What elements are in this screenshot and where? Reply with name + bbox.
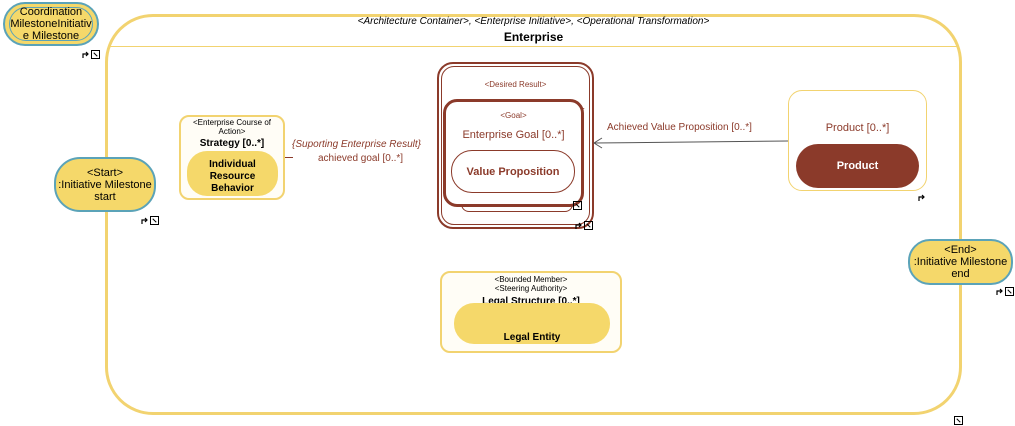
goal-icons (573, 201, 582, 211)
individual-resource-behavior[interactable]: Individual Resource Behavior (187, 151, 278, 196)
value-proposition[interactable]: Value Proposition (451, 150, 575, 193)
expand-icon[interactable] (573, 201, 582, 210)
strategy-stereotype-line1: <Enterprise Course of (192, 118, 272, 127)
end-icons (996, 287, 1014, 297)
enterprise-title: Enterprise (503, 30, 564, 44)
end-milestone-line2: :Initiative Milestone (913, 256, 1008, 268)
irb-line1: Individual (209, 158, 256, 170)
goal-title: Enterprise Goal [0..*] (462, 129, 565, 141)
irb-line3: Behavior (211, 182, 254, 194)
product-icons (918, 194, 927, 204)
link-arrow-icon[interactable] (575, 222, 583, 230)
irb-line2: Resource (209, 170, 256, 182)
product-connector[interactable] (590, 137, 790, 149)
product-title: Product [0..*] (825, 122, 890, 134)
product-part[interactable]: Product (796, 144, 919, 188)
expand-icon[interactable] (150, 216, 159, 225)
enterprise-stereotypes: <Architecture Container>, <Enterprise In… (357, 16, 710, 27)
expand-icon[interactable] (584, 221, 593, 230)
end-milestone[interactable]: <End> :Initiative Milestone end (908, 239, 1013, 285)
start-milestone-line1: <Start> (86, 166, 124, 179)
end-milestone-line1: <End> (944, 244, 977, 256)
goal-stereotype: <Goal> (500, 111, 527, 120)
coordination-milestone[interactable]: Coordination MilestoneInitiativ e Milest… (3, 2, 99, 46)
legal-entity[interactable]: Legal Entity (454, 303, 610, 344)
expand-icon[interactable] (91, 50, 100, 59)
legal-stereotype-line2: <Steering Authority> (494, 284, 568, 293)
strategy-stereotype-line2: Action> (218, 127, 246, 136)
goal-connector-line[interactable] (285, 157, 293, 158)
product-connector-label: Achieved Value Proposition [0..*] (607, 122, 752, 133)
expand-icon[interactable] (1005, 287, 1014, 296)
goal-connector-label: achieved goal [0..*] (318, 153, 404, 164)
coordination-milestone-line1: Coordination (19, 6, 83, 18)
start-icons (141, 216, 159, 226)
expand-icon[interactable] (954, 416, 963, 425)
product-part-label: Product (836, 160, 879, 172)
link-arrow-icon[interactable] (996, 288, 1004, 296)
link-arrow-icon[interactable] (82, 51, 90, 59)
start-milestone-line2: :Initiative Milestone (58, 178, 152, 191)
legal-entity-label: Legal Entity (503, 332, 561, 343)
end-milestone-line3: end (951, 268, 970, 280)
value-proposition-label: Value Proposition (466, 165, 560, 178)
strategy-title: Strategy [0..*] (199, 138, 265, 149)
desired-result-stereotype: <Desired Result> (484, 80, 547, 89)
desired-result-icons (575, 221, 593, 231)
link-arrow-icon[interactable] (141, 217, 149, 225)
legal-title: Legal Structure [0..*] (482, 296, 580, 307)
desired-result-inner-frame (441, 66, 590, 225)
coordination-milestone-line2: MilestoneInitiativ (10, 18, 92, 30)
enterprise-divider (108, 46, 959, 47)
coordination-milestone-line3: e Milestone (22, 30, 80, 42)
goal-connector-role: {Suporting Enterprise Result} (292, 139, 421, 150)
link-arrow-icon[interactable] (918, 194, 926, 202)
coordination-icons (82, 50, 100, 60)
start-milestone[interactable]: <Start> :Initiative Milestone start (54, 157, 156, 212)
legal-stereotype-line1: <Bounded Member> (494, 275, 568, 284)
start-milestone-line3: start (94, 190, 116, 203)
